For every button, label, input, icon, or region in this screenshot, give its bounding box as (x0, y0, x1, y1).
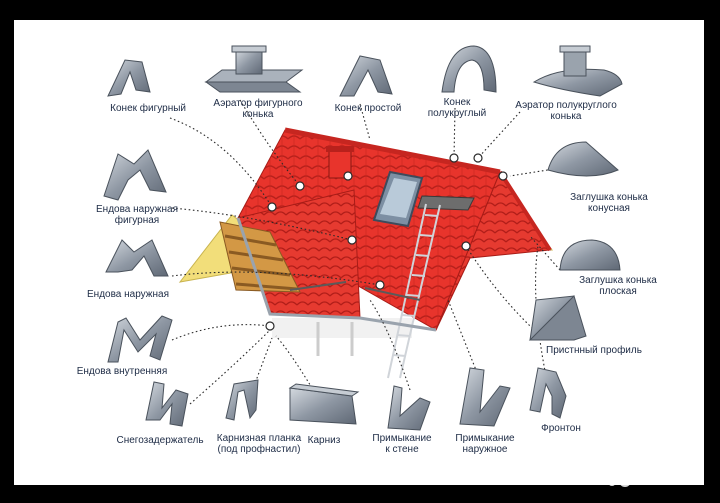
label-karniznaya-planka: Карнизная планка (под профнастил) (216, 433, 302, 455)
avito-logo-icon (607, 463, 631, 487)
label-aerator-polukruglogo: Аэратор полукруглого конька (515, 100, 617, 122)
label-pristenny-profil: Пристнный профиль (546, 345, 642, 356)
valley-inner-icon (107, 315, 173, 363)
label-snegozaderzhatel: Снегозадержатель (116, 435, 204, 446)
outer-abutment-icon (459, 367, 511, 427)
ridge-simple-icon (339, 55, 393, 97)
label-fronton: Фронтон (541, 423, 581, 434)
leader-markers (265, 153, 508, 331)
label-aerator-figurnogo: Аэратор фигурного конька (213, 98, 303, 120)
label-primykanie-k-stene: Примыкание к стене (372, 433, 432, 455)
label-endova-naruzhnaya-figurnaya: Ендова наружная фигурная (96, 204, 178, 226)
wall-profile-icon (528, 295, 587, 341)
aerator-semicircular-icon (532, 45, 623, 97)
valley-outer-icon (105, 239, 169, 277)
eaves-icon (288, 383, 360, 425)
avito-watermark: Avito (604, 458, 708, 492)
roof-hatch (417, 195, 475, 211)
label-konek-polukrugly: Конек полукруглый (427, 97, 487, 119)
wall-front (272, 318, 412, 338)
ridge-cap-flat-icon (559, 239, 621, 271)
ridge-cap-conical-icon (547, 141, 619, 177)
valley-outer-figured-icon (103, 149, 167, 201)
label-zaglushka-konusnaya: Заглушка конька конусная (570, 192, 648, 214)
label-konek-prostoy: Конек простой (334, 103, 402, 114)
avito-watermark-text: Avito (638, 461, 695, 486)
snow-guard-icon (145, 381, 189, 427)
label-karniz: Карниз (307, 435, 341, 446)
label-endova-naruzhnaya: Ендова наружная (87, 289, 169, 300)
label-endova-vnutrennyaya: Ендова внутренняя (76, 366, 168, 377)
aerator-figured-icon (204, 45, 304, 93)
gable-trim-icon (529, 367, 567, 419)
ridge-figured-icon (107, 59, 151, 97)
label-primykanie-naruzhnoe: Примыкание наружное (455, 433, 515, 455)
eaves-strip-icon (225, 379, 259, 421)
label-konek-figurny: Конек фигурный (110, 103, 186, 114)
house-illustration (178, 127, 554, 379)
label-zaglushka-ploskaya: Заглушка конька плоская (579, 275, 657, 297)
wall-abutment-icon (387, 385, 431, 431)
ridge-semicircular-icon (441, 45, 497, 93)
roof-ladder (387, 203, 441, 379)
